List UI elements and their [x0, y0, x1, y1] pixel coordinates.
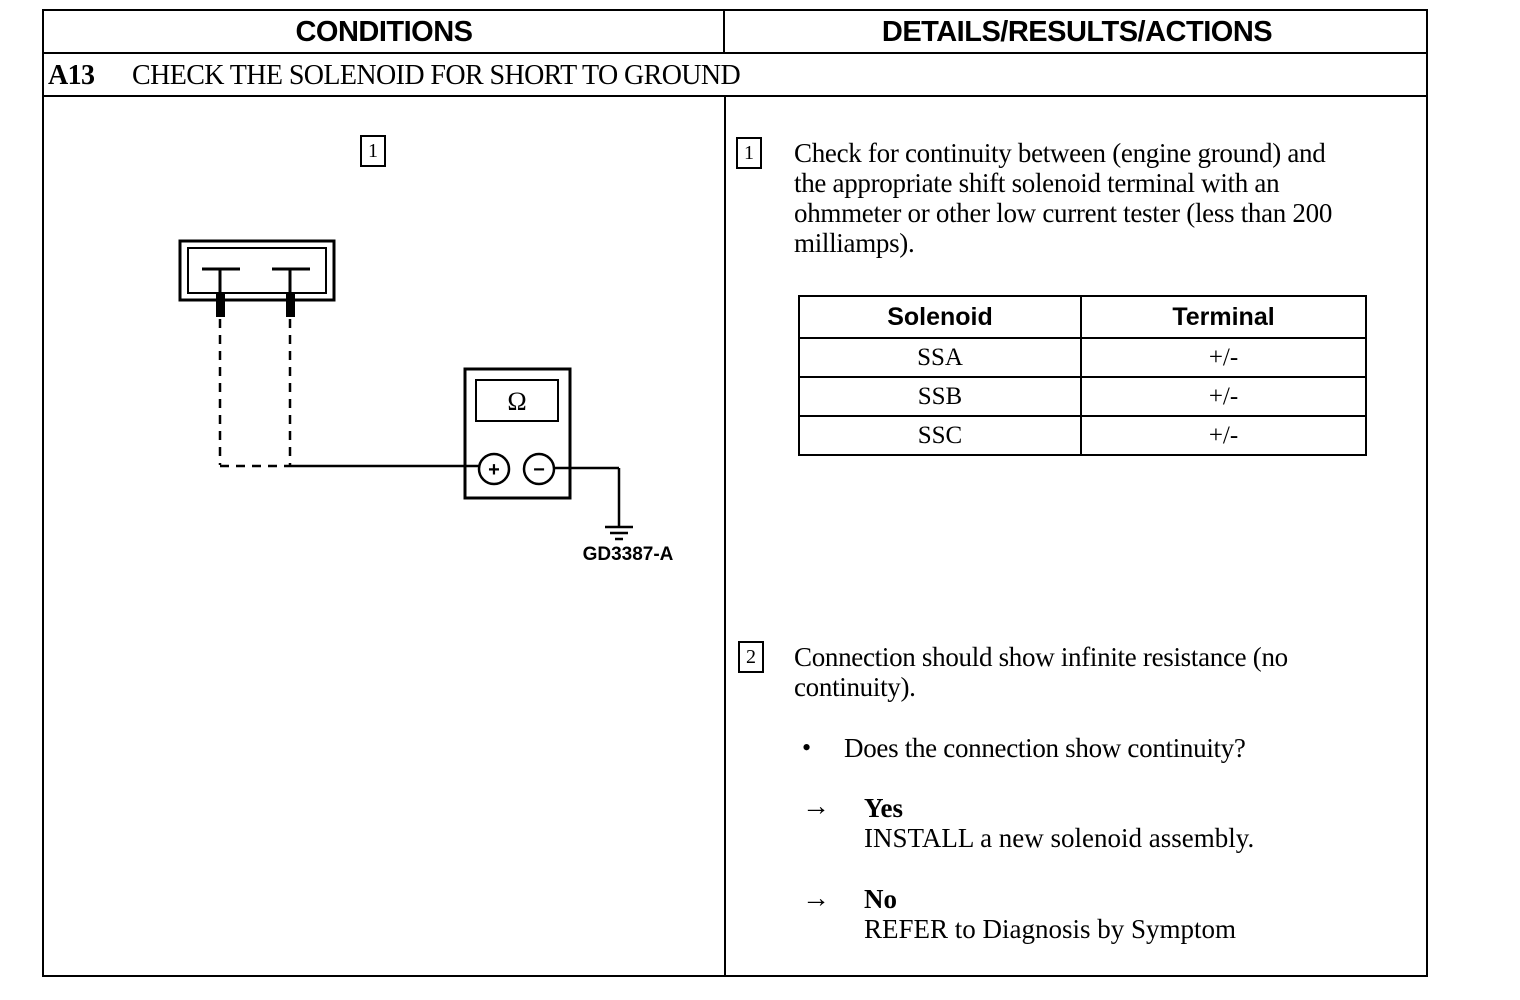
- ohmmeter-icon: Ω + −: [463, 367, 572, 500]
- details-header: DETAILS/RESULTS/ACTIONS: [881, 16, 1273, 48]
- header-divider: [723, 11, 725, 54]
- plus-terminal: +: [488, 459, 500, 481]
- step2-marker: 2: [738, 641, 764, 673]
- ground-icon: [554, 466, 633, 541]
- column-divider: [724, 95, 726, 977]
- ohm-symbol: Ω: [507, 387, 526, 416]
- solenoid-connector-icon: [178, 239, 336, 317]
- conditions-header: CONDITIONS: [295, 16, 473, 48]
- step1-line: ohmmeter or other low current tester (le…: [794, 198, 1333, 228]
- title-rule: [44, 95, 1426, 97]
- step2-line: Connection should show infinite resistan…: [794, 642, 1288, 672]
- solenoid-terminal-table: Solenoid Terminal SSA +/- SSB +/- SSC +/…: [798, 295, 1367, 456]
- yes-action: INSTALL a new solenoid assembly.: [864, 823, 1255, 853]
- terminal-cell: +/-: [1080, 415, 1367, 456]
- step-title: A13 CHECK THE SOLENOID FOR SHORT TO GROU…: [48, 56, 741, 96]
- step2-result: Connection should show infinite resistan…: [794, 642, 1424, 702]
- minus-terminal: −: [533, 459, 545, 481]
- diagram-step-marker: 1: [360, 135, 386, 167]
- step1-line: Check for continuity between (engine gro…: [794, 138, 1326, 168]
- test-leads: [218, 319, 480, 468]
- step1-instructions: Check for continuity between (engine gro…: [794, 138, 1424, 258]
- bullet-icon: •: [802, 733, 812, 762]
- no-action: REFER to Diagnosis by Symptom: [864, 914, 1237, 944]
- no-label: No: [864, 884, 897, 914]
- step-code: A13: [48, 60, 95, 91]
- step1-line: milliamps).: [794, 228, 915, 258]
- terminal-cell: +/-: [1080, 376, 1367, 417]
- solenoid-cell: SSA: [798, 337, 1082, 378]
- procedure-table: CONDITIONS DETAILS/RESULTS/ACTIONS A13 C…: [42, 9, 1428, 977]
- circuit-schematic: Ω + − GD3387-A: [178, 239, 674, 565]
- terminal-cell: +/-: [1080, 337, 1367, 378]
- header-rule: [44, 52, 1426, 54]
- solenoid-cell: SSC: [798, 415, 1082, 456]
- figure-id: GD3387-A: [583, 544, 674, 565]
- step1-line: the appropriate shift solenoid terminal …: [794, 168, 1280, 198]
- step1-marker: 1: [736, 137, 762, 169]
- ohmmeter-diagram: 1 Ω: [44, 97, 724, 597]
- table-header-row: Solenoid Terminal: [798, 295, 1367, 339]
- solenoid-cell: SSB: [798, 376, 1082, 417]
- yes-label: Yes: [864, 793, 903, 823]
- right-arrow-icon: →: [802, 883, 830, 914]
- column-header: Solenoid: [798, 295, 1082, 339]
- question-text: Does the connection show continuity?: [844, 733, 1246, 763]
- right-arrow-icon: →: [802, 791, 830, 822]
- table-row: SSC +/-: [798, 415, 1367, 456]
- step2-line: continuity).: [794, 672, 916, 702]
- step-title-text: CHECK THE SOLENOID FOR SHORT TO GROUND: [132, 60, 741, 91]
- column-header: Terminal: [1080, 295, 1367, 339]
- table-row: SSB +/-: [798, 376, 1367, 417]
- table-row: SSA +/-: [798, 337, 1367, 378]
